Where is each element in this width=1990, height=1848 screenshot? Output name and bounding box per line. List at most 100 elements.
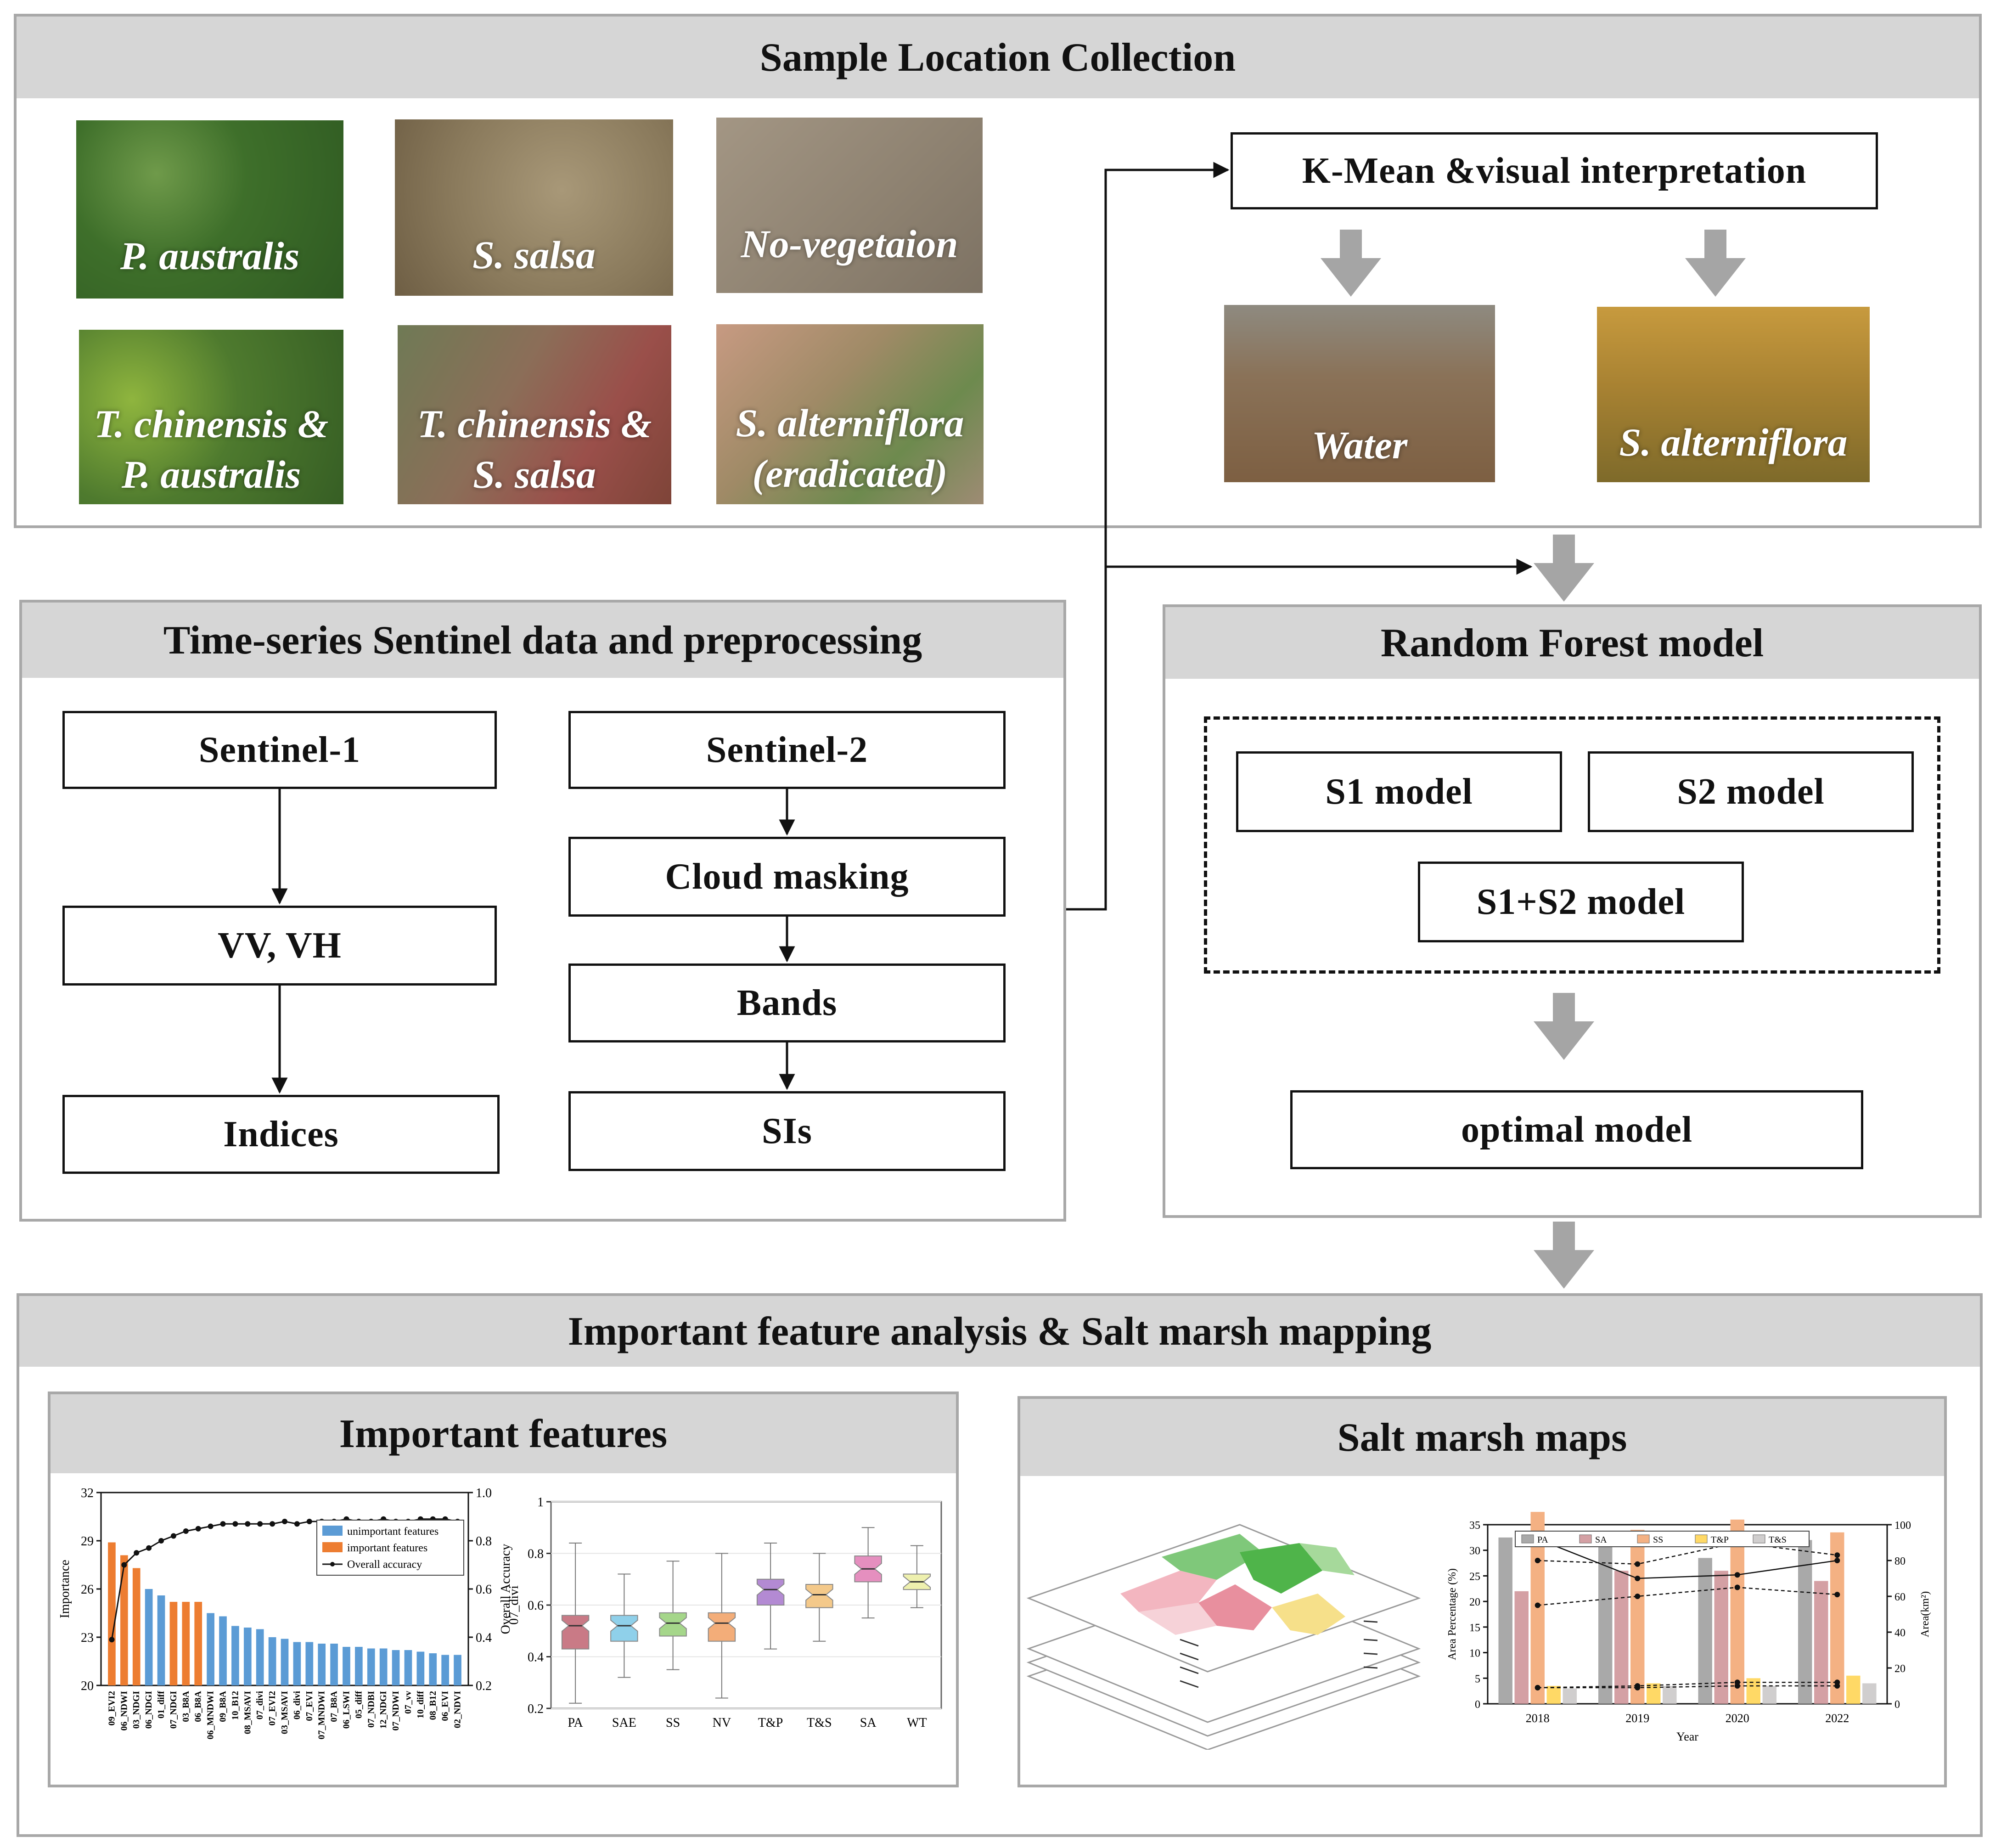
y2-tick-label: 80 [1894, 1555, 1906, 1567]
photo-caption: S. alterniflora [736, 401, 964, 445]
x-tick-label: 06_EVI [440, 1691, 450, 1721]
area-bar [1846, 1675, 1861, 1704]
x-tick-label: 03_MSAVI [280, 1691, 290, 1734]
importance-bar [330, 1644, 338, 1685]
importance-bar [157, 1595, 165, 1685]
sentinel2-label: Sentinel-2 [706, 729, 868, 770]
area-bar [1762, 1686, 1777, 1704]
photo-p-australis: P. australis [76, 120, 343, 299]
vvvh-label: VV, VH [218, 925, 342, 966]
analysis-title: Important feature analysis & Salt marsh … [568, 1309, 1432, 1354]
x-tick-label: 07_B8A [329, 1690, 339, 1722]
area-point [1834, 1592, 1840, 1598]
area-line [1537, 1685, 1838, 1689]
legend-entry: SS [1653, 1535, 1663, 1545]
area-point [1635, 1685, 1641, 1690]
y2-axis-label: Area(km²) [1919, 1591, 1931, 1637]
indices-label: Indices [223, 1114, 339, 1155]
x-tick-label: WT [907, 1716, 927, 1730]
bands-label: Bands [736, 982, 838, 1023]
x-tick-label: 12_NDGI [378, 1691, 388, 1729]
x-tick-label: 06_divi [292, 1691, 302, 1720]
y-tick-label: 32 [81, 1486, 94, 1500]
cloud-masking-box: Cloud masking [568, 837, 1006, 917]
x-tick-label: 06_NDWI [119, 1691, 129, 1731]
plot-frame [1487, 1524, 1888, 1705]
x-tick-label: 07_vv [403, 1691, 413, 1714]
box [610, 1615, 638, 1642]
gray-arrow-rf [1534, 535, 1594, 602]
connector-to-kmean [1066, 162, 1230, 911]
x-tick-label: SAE [612, 1716, 636, 1730]
photo-caption: P. australis [121, 452, 301, 496]
s1s2-model-box: S1+S2 model [1418, 862, 1744, 942]
area-point [1535, 1685, 1540, 1690]
y2-tick-label: 0.8 [476, 1534, 492, 1549]
y-tick-label: 30 [1469, 1545, 1480, 1557]
area-bar [1563, 1688, 1577, 1704]
photo-s-salsa: S. salsa [395, 119, 673, 296]
x-tick-label: 2019 [1625, 1712, 1649, 1725]
sample-collection-header: Sample Location Collection [17, 17, 1979, 98]
importance-bar [441, 1655, 449, 1685]
accuracy-point [134, 1550, 140, 1556]
importance-bar [169, 1602, 178, 1685]
area-line [1537, 1542, 1838, 1565]
importance-bar [231, 1626, 239, 1685]
importance-bar [120, 1555, 128, 1685]
s1-model-box: S1 model [1236, 751, 1562, 832]
y2-axis-label: Overall Accuracy [499, 1544, 513, 1634]
s2-model-box: S2 model [1588, 751, 1914, 832]
legend-swatch [1637, 1534, 1650, 1544]
accuracy-point [282, 1519, 287, 1524]
indices-box: Indices [62, 1095, 500, 1174]
accuracy-point [183, 1528, 189, 1534]
importance-bar [194, 1602, 202, 1685]
area-point [1834, 1552, 1840, 1558]
importance-bar [243, 1628, 252, 1685]
importance-bar [207, 1613, 214, 1685]
gray-arrow-analysis [1534, 1222, 1594, 1289]
y-tick-label: 5 [1475, 1673, 1480, 1685]
x-tick-label: 07_NDWI [391, 1691, 401, 1731]
x-tick-label: 07_NDBI [366, 1691, 376, 1728]
area-bar [1498, 1537, 1512, 1704]
y-tick-label: 0 [1475, 1699, 1480, 1711]
x-tick-label: NV [713, 1716, 731, 1730]
photo-s-alterniflora: S. alterniflora [1597, 307, 1870, 482]
importance-bar [219, 1616, 227, 1685]
x-tick-label: 06_B8A [193, 1690, 203, 1722]
timeseries-header: Time-series Sentinel data and preprocess… [22, 603, 1063, 678]
y-axis-label: 07_divi [507, 1585, 521, 1625]
accuracy-point [208, 1523, 214, 1529]
area-bar [1698, 1558, 1712, 1704]
x-tick-label: 05_diff [354, 1691, 364, 1718]
y-tick-label: 29 [81, 1534, 94, 1549]
timeseries-title: Time-series Sentinel data and preprocess… [163, 618, 922, 663]
legend-entry: T&S [1769, 1535, 1787, 1545]
kmean-box: K-Mean &visual interpretation [1231, 132, 1878, 209]
area-bar [1798, 1540, 1812, 1704]
photo-caption: S. salsa [473, 452, 596, 496]
area-line [1537, 1587, 1838, 1606]
y-tick-label: 35 [1469, 1520, 1480, 1532]
legend-swatch [322, 1542, 343, 1552]
importance-bar [132, 1568, 141, 1685]
y-tick-label: 20 [1469, 1596, 1480, 1608]
y-tick-label: 0.4 [528, 1651, 544, 1665]
gray-arrows [1321, 230, 1746, 1289]
y-tick-label: 0.2 [528, 1702, 544, 1716]
sentinel1-label: Sentinel-1 [198, 729, 361, 770]
x-tick-label: 09_B8A [218, 1690, 228, 1722]
box [708, 1612, 736, 1642]
y2-tick-label: 0.4 [476, 1631, 492, 1645]
x-tick-label: 01_diff [156, 1691, 166, 1718]
photo-t-chinensis-p-australis: T. chinensis & P. australis [79, 330, 343, 504]
area-point [1734, 1572, 1740, 1578]
area-point [1834, 1683, 1840, 1689]
s2-model-label: S2 model [1677, 771, 1825, 812]
y-tick-label: 25 [1469, 1571, 1480, 1583]
y-tick-label: 1 [537, 1495, 544, 1510]
photo-caption: No-vegetaion [741, 222, 958, 266]
importance-bar [355, 1647, 363, 1685]
